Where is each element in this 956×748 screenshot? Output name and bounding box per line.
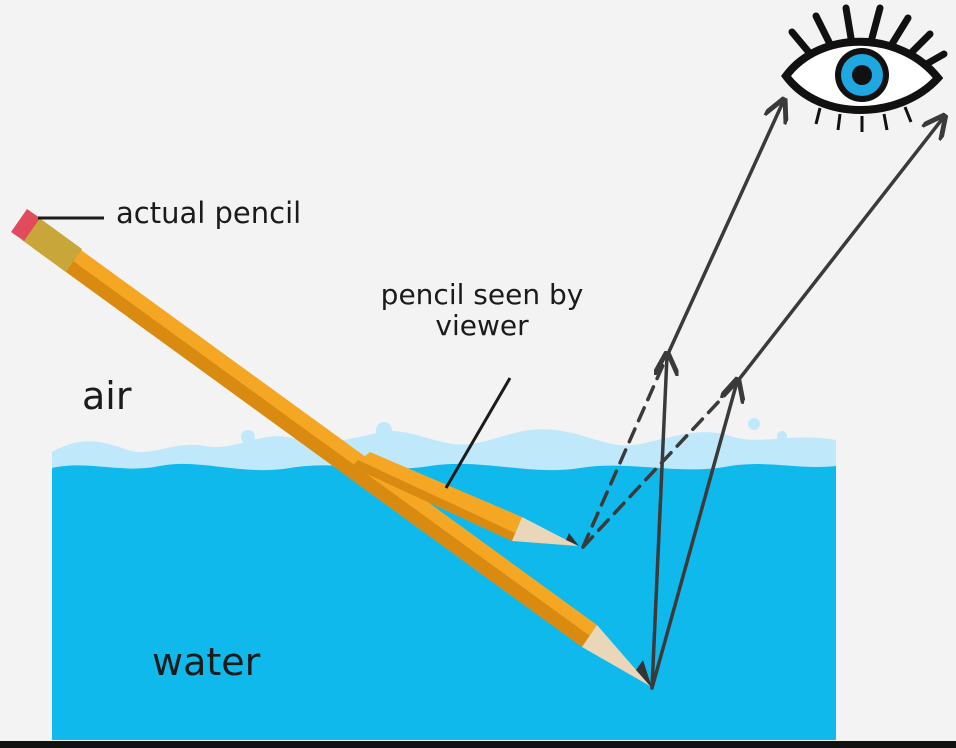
water-surface: [52, 429, 836, 470]
eye-icon: [781, 4, 948, 132]
light-rays: [581, 102, 943, 690]
virtual-ray-2: [581, 380, 739, 549]
actual-pencil-shadow: [33, 237, 590, 647]
actual-pencil-label: actual pencil: [116, 196, 302, 230]
water-droplet: [376, 422, 392, 438]
water-label: water: [152, 640, 261, 684]
pencil-seen-label-line-2: viewer: [435, 308, 529, 342]
bottom-border: [0, 741, 956, 748]
water-region: [52, 418, 836, 740]
actual-pencil-tip: [582, 625, 650, 686]
apparent-pencil-shadow: [352, 460, 515, 541]
ray-from-tip-1: [650, 356, 667, 690]
water-droplet: [241, 430, 255, 444]
water-droplet: [748, 418, 760, 430]
pencil-seen-label-line-1: pencil seen by: [380, 278, 584, 311]
virtual-ray-1: [581, 354, 669, 549]
actual-pencil-eraser: [11, 209, 40, 241]
refracted-ray-2: [735, 118, 943, 384]
apparent-pencil: [352, 452, 579, 546]
air-label: air: [82, 374, 132, 418]
seen-pencil-leader-line: [444, 377, 512, 489]
refracted-ray-1: [665, 102, 783, 358]
ray-from-tip-2: [650, 382, 737, 690]
actual-pencil: [11, 209, 652, 688]
apparent-pencil-graphite: [566, 533, 579, 546]
actual-pencil-graphite: [636, 660, 652, 688]
pencil-seen-by-viewer-label: pencil seen by viewer: [352, 278, 612, 342]
actual-pencil-ferrule: [22, 217, 82, 272]
water-droplet: [777, 431, 787, 441]
apparent-pencil-tip: [512, 517, 578, 546]
